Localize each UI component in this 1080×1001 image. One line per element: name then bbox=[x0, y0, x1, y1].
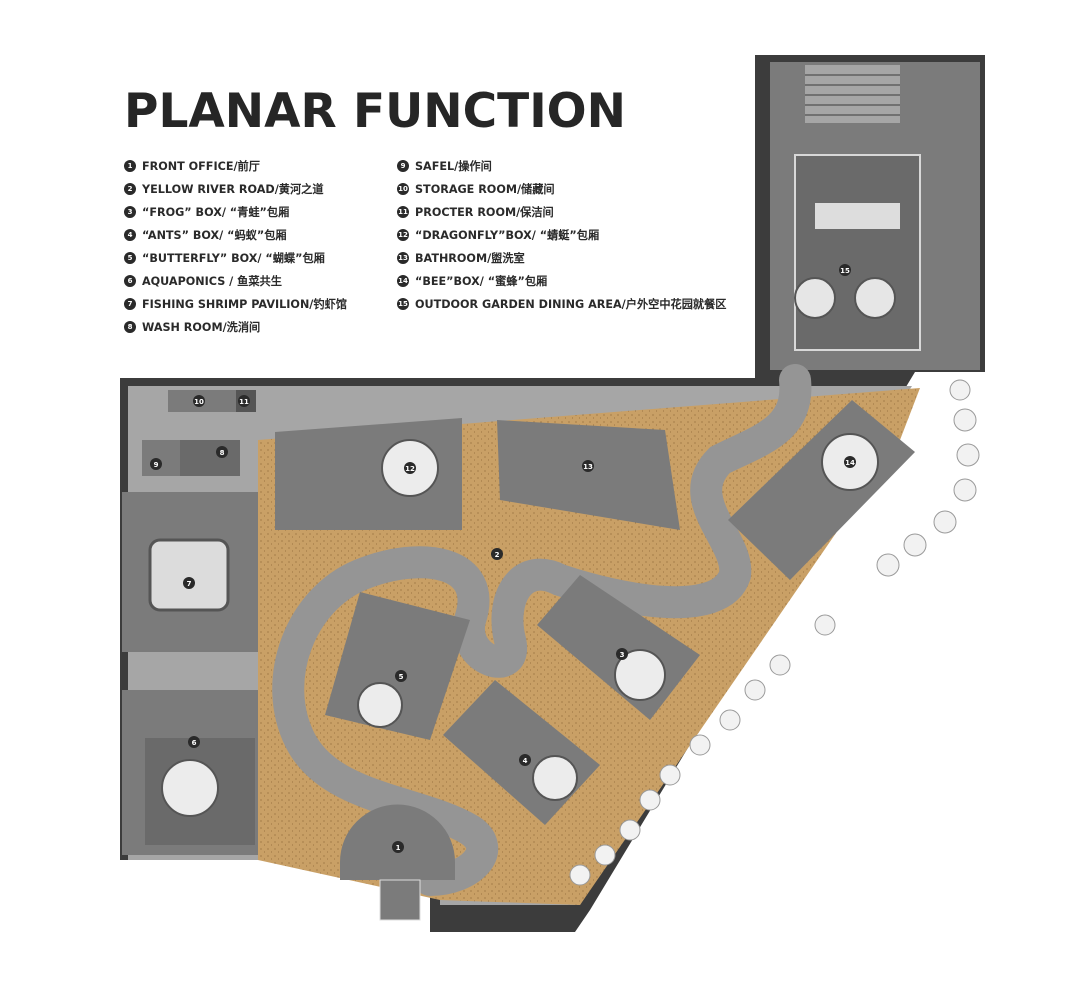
marker-7: 7 bbox=[183, 577, 195, 589]
svg-text:3: 3 bbox=[620, 651, 625, 659]
svg-text:6: 6 bbox=[192, 739, 197, 747]
svg-text:12: 12 bbox=[405, 465, 415, 473]
svg-text:14: 14 bbox=[845, 459, 855, 467]
round-table bbox=[614, 649, 666, 701]
svg-text:15: 15 bbox=[840, 267, 850, 275]
stairs bbox=[805, 65, 900, 123]
marker-15: 15 bbox=[839, 264, 851, 276]
marker-6: 6 bbox=[188, 736, 200, 748]
tree-icon bbox=[569, 864, 591, 886]
marker-12: 12 bbox=[404, 462, 416, 474]
tree-icon bbox=[814, 614, 836, 636]
svg-text:5: 5 bbox=[399, 673, 404, 681]
marker-14: 14 bbox=[844, 456, 856, 468]
svg-text:8: 8 bbox=[220, 449, 225, 457]
marker-13: 13 bbox=[582, 460, 594, 472]
marker-10: 10 bbox=[193, 395, 205, 407]
marker-11: 11 bbox=[238, 395, 250, 407]
tree-icon bbox=[949, 379, 971, 401]
round-table bbox=[854, 277, 896, 319]
yellow-river-road bbox=[272, 364, 812, 896]
svg-text:9: 9 bbox=[154, 461, 159, 469]
room-safel bbox=[142, 440, 180, 476]
legend-item: 4“ANTS” BOX/ “蚂蚁”包厢 bbox=[124, 223, 347, 246]
page-title: PLANAR FUNCTION bbox=[124, 84, 626, 139]
svg-text:7: 7 bbox=[187, 580, 192, 588]
svg-text:1: 1 bbox=[396, 844, 401, 852]
tree-icon bbox=[659, 764, 681, 786]
tree-icon bbox=[594, 844, 616, 866]
legend-item: 5“BUTTERFLY” BOX/ “蝴蝶”包厢 bbox=[124, 246, 347, 269]
tree-icon bbox=[876, 553, 900, 577]
marker-5: 5 bbox=[395, 670, 407, 682]
legend-item: 12“DRAGONFLY”BOX/ “蜻蜓”包厢 bbox=[397, 228, 600, 242]
round-table bbox=[794, 277, 836, 319]
round-table bbox=[161, 759, 219, 817]
room-wash bbox=[180, 440, 240, 476]
svg-text:2: 2 bbox=[495, 551, 500, 559]
svg-text:4: 4 bbox=[523, 757, 528, 765]
tree-icon bbox=[956, 443, 980, 467]
legend-item: 3“FROG” BOX/ “青蛙”包厢 bbox=[124, 200, 347, 223]
tree-icon bbox=[619, 819, 641, 841]
garden-dining-room bbox=[794, 154, 921, 351]
svg-text:13: 13 bbox=[583, 463, 593, 471]
tree-icon bbox=[744, 679, 766, 701]
fishing-pool bbox=[148, 538, 230, 612]
bathroom bbox=[497, 420, 680, 530]
marker-4: 4 bbox=[519, 754, 531, 766]
tree-icon bbox=[903, 533, 927, 557]
round-table bbox=[532, 755, 578, 801]
tree-icon bbox=[719, 709, 741, 731]
svg-text:11: 11 bbox=[239, 398, 249, 406]
tree-icon bbox=[639, 789, 661, 811]
tree-icon bbox=[953, 478, 977, 502]
legend-item: 14“BEE”BOX/ “蜜蜂”包厢 bbox=[397, 274, 548, 288]
marker-3: 3 bbox=[616, 648, 628, 660]
tree-icon bbox=[689, 734, 711, 756]
entrance-vestibule bbox=[379, 879, 421, 921]
tree-icon bbox=[933, 510, 957, 534]
tree-icon bbox=[953, 408, 977, 432]
marker-1: 1 bbox=[392, 841, 404, 853]
marker-8: 8 bbox=[216, 446, 228, 458]
svg-text:10: 10 bbox=[194, 398, 204, 406]
long-table bbox=[815, 203, 900, 229]
round-table bbox=[357, 682, 403, 728]
marker-9: 9 bbox=[150, 458, 162, 470]
tree-icon bbox=[769, 654, 791, 676]
marker-2: 2 bbox=[491, 548, 503, 560]
